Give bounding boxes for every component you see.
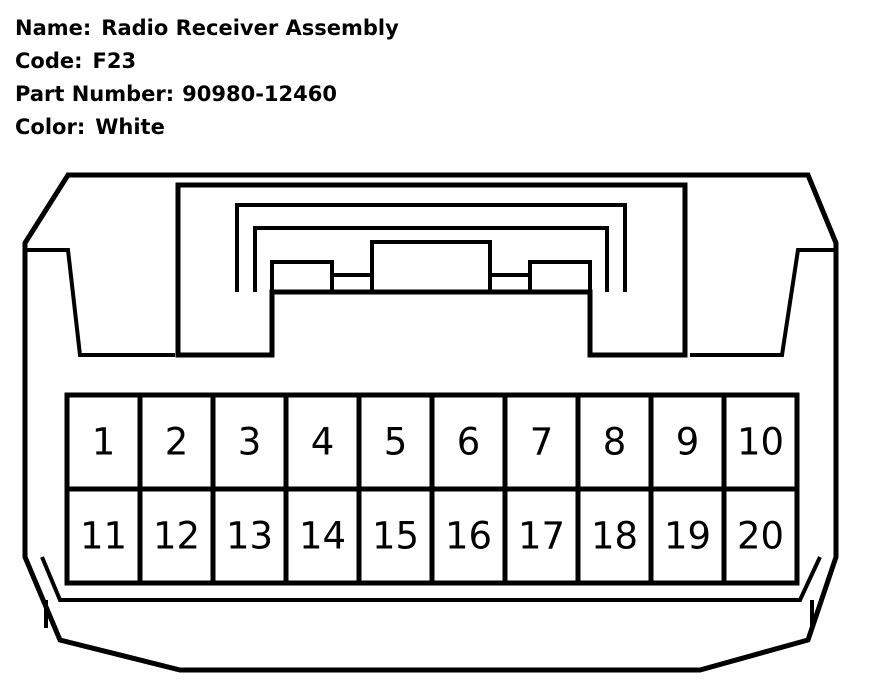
pin-number: 7	[530, 421, 554, 464]
color-value: White	[95, 115, 165, 139]
pin-cell-box	[137, 486, 216, 586]
right-shoulder	[690, 248, 836, 357]
pin-cell: 2	[137, 392, 216, 492]
pin-cell: 12	[137, 486, 216, 586]
pin-number: 10	[737, 421, 784, 464]
pin-number: 4	[311, 421, 335, 464]
latch-left-tab	[270, 260, 334, 294]
pin-cell: 18	[575, 486, 654, 586]
pin-cell: 20	[721, 486, 800, 586]
pin-cell: 1	[64, 392, 143, 492]
pin-number: 1	[92, 421, 116, 464]
pin-cell: 4	[283, 392, 362, 492]
pin-cell-box	[429, 392, 508, 492]
latch-inner-2	[253, 226, 609, 292]
pin-number: 19	[664, 515, 711, 558]
pin-number: 3	[238, 421, 262, 464]
code-row: Code: F23	[15, 45, 399, 78]
pin-cell-box	[356, 392, 435, 492]
color-row: Color: White	[15, 111, 399, 144]
pin-number: 15	[372, 515, 419, 558]
code-value: F23	[92, 49, 137, 73]
latch-housing	[175, 182, 688, 358]
name-label: Name:	[15, 16, 92, 40]
pin-number: 13	[226, 515, 273, 558]
latch-inner	[235, 203, 627, 292]
pin-cell: 5	[356, 392, 435, 492]
pin-number: 2	[165, 421, 189, 464]
component-info: Name: Radio Receiver Assembly Code: F23 Pa…	[15, 12, 399, 144]
pin-cell: 19	[648, 486, 727, 586]
pin-number: 14	[299, 515, 346, 558]
pin-number: 8	[603, 421, 627, 464]
pin-number: 12	[153, 515, 200, 558]
code-label: Code:	[15, 49, 83, 73]
pin-cell: 3	[210, 392, 289, 492]
pin-number: 6	[457, 421, 481, 464]
pin-cell: 13	[210, 486, 289, 586]
pin-number: 16	[445, 515, 492, 558]
pin-cell: 10	[721, 392, 800, 492]
pin-cell-box	[721, 392, 800, 492]
color-label: Color:	[15, 115, 86, 139]
left-shoulder	[25, 248, 175, 357]
pin-cell: 7	[502, 392, 581, 492]
pin-cell-box	[575, 486, 654, 586]
bottom-rail	[40, 556, 822, 602]
pin-cell-box	[210, 486, 289, 586]
pin-cell-box	[648, 486, 727, 586]
pin-cell: 9	[648, 392, 727, 492]
pin-cell-box	[283, 392, 362, 492]
pin-cell: 14	[283, 486, 362, 586]
bottom-rail-lower	[44, 600, 814, 628]
pin-number: 5	[384, 421, 408, 464]
latch-right-tab	[528, 260, 592, 294]
pin-cell-box	[429, 486, 508, 586]
pin-cell: 8	[575, 392, 654, 492]
part-number-label: Part Number:	[15, 82, 175, 106]
connector-housing	[22, 172, 839, 673]
pin-cell: 6	[429, 392, 508, 492]
pin-number: 20	[737, 515, 784, 558]
pin-cell: 17	[502, 486, 581, 586]
part-number-value: 90980-12460	[182, 82, 337, 106]
pin-number: 17	[518, 515, 565, 558]
name-row: Name: Radio Receiver Assembly	[15, 12, 399, 45]
pin-cell-box	[721, 486, 800, 586]
pin-cell: 16	[429, 486, 508, 586]
latch-center-tab	[370, 240, 492, 294]
name-value: Radio Receiver Assembly	[101, 16, 399, 40]
pin-number: 11	[80, 515, 127, 558]
pin-cell-box	[356, 486, 435, 586]
pin-cell: 11	[64, 486, 143, 586]
pin-number: 9	[676, 421, 700, 464]
part-number-row: Part Number: 90980-12460	[15, 78, 399, 111]
pin-cell: 15	[356, 486, 435, 586]
pin-number: 18	[591, 515, 638, 558]
